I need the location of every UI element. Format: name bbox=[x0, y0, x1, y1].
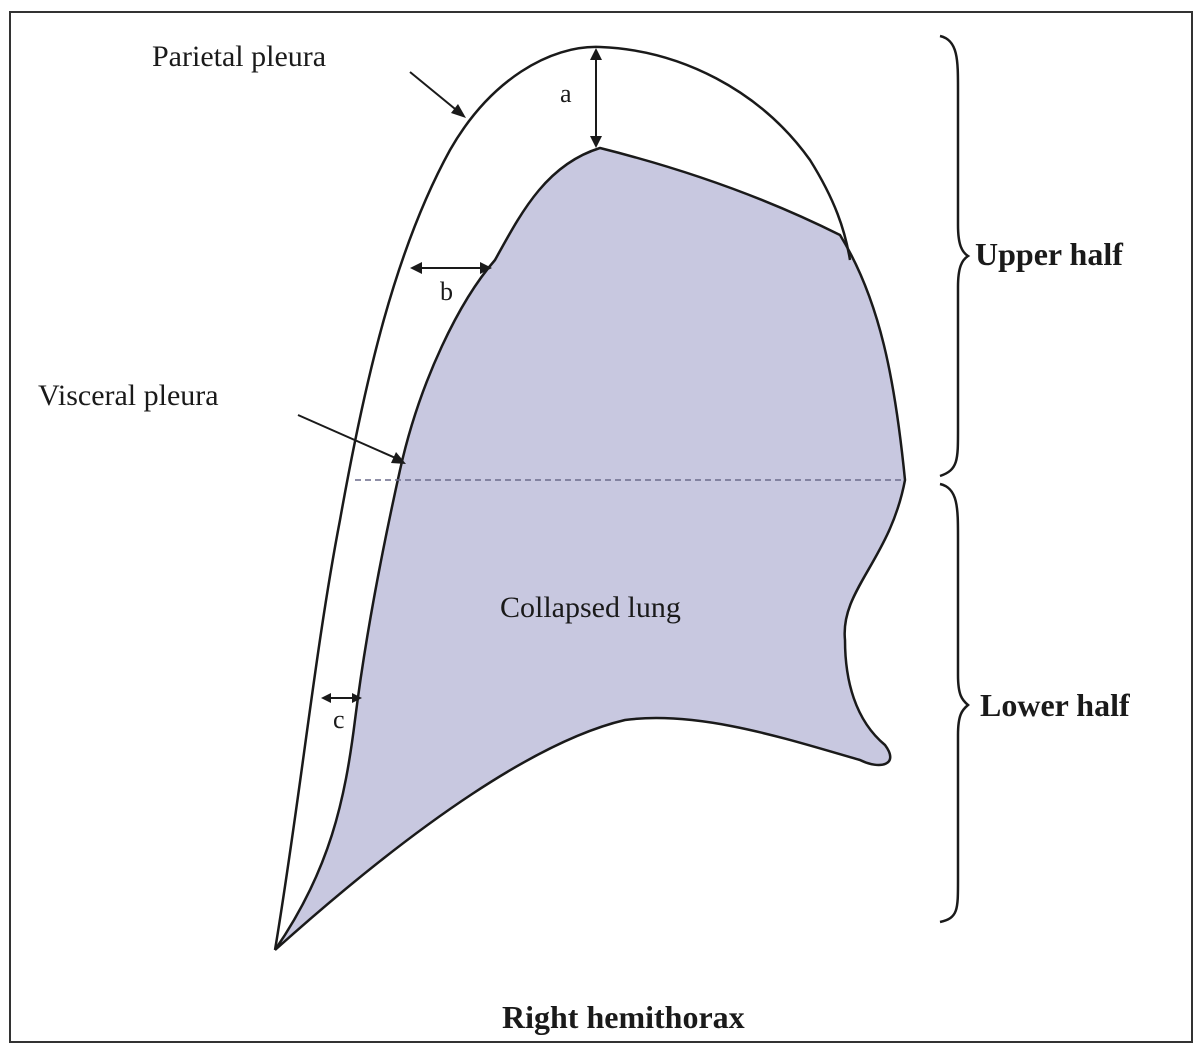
measure-b-arrow bbox=[410, 262, 492, 274]
collapsed-lung-shape bbox=[275, 148, 905, 950]
measure-c-arrow bbox=[321, 693, 362, 703]
parietal-pleura-pointer bbox=[410, 72, 466, 118]
visceral-pleura-label: Visceral pleura bbox=[38, 379, 219, 412]
measure-a-label: a bbox=[560, 79, 572, 108]
right-hemithorax-caption: Right hemithorax bbox=[502, 999, 745, 1035]
collapsed-lung-label: Collapsed lung bbox=[500, 591, 681, 624]
lower-half-label: Lower half bbox=[980, 687, 1130, 723]
measure-c-label: c bbox=[333, 705, 345, 734]
upper-half-brace bbox=[940, 36, 968, 476]
measure-a-arrow bbox=[590, 48, 602, 148]
upper-half-label: Upper half bbox=[975, 236, 1123, 272]
measure-b-label: b bbox=[440, 277, 453, 306]
lower-half-brace bbox=[940, 484, 968, 922]
parietal-pleura-label: Parietal pleura bbox=[152, 40, 326, 73]
